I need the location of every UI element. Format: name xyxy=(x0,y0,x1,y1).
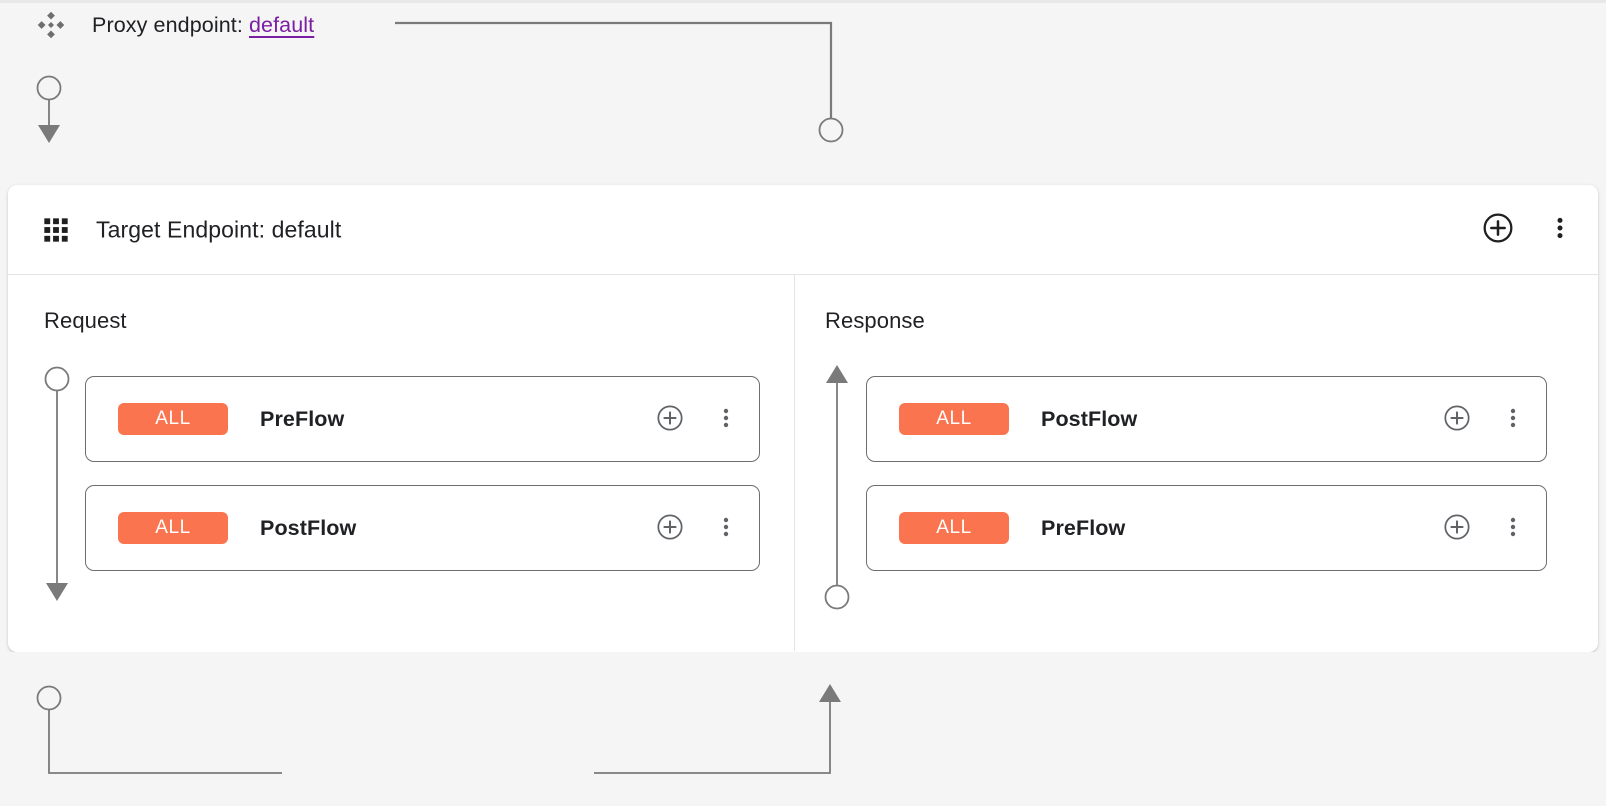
plus-circle-icon xyxy=(1482,212,1514,247)
flow-row[interactable]: ALL PostFlow xyxy=(866,376,1547,462)
proxy-endpoint-label: Proxy endpoint: default xyxy=(92,13,314,38)
plus-circle-icon xyxy=(656,404,684,435)
plus-circle-icon xyxy=(656,513,684,544)
status-badge: ALL xyxy=(899,403,1009,435)
flow-row-actions xyxy=(655,404,741,434)
flow-row[interactable]: ALL PreFlow xyxy=(866,485,1547,571)
request-origin-node xyxy=(36,75,62,101)
target-endpoint-header: Target Endpoint: default xyxy=(8,185,1598,275)
flow-name: PostFlow xyxy=(1041,406,1138,431)
status-badge: ALL xyxy=(118,512,228,544)
request-entry-arrowhead xyxy=(38,125,60,143)
flow-row[interactable]: ALL PostFlow xyxy=(85,485,760,571)
backend-response-line xyxy=(594,700,831,774)
plus-circle-icon xyxy=(1443,404,1471,435)
request-pane-title: Request xyxy=(44,308,127,333)
proxy-to-target-connector xyxy=(395,21,833,118)
apps-grid-icon xyxy=(42,216,70,244)
backend-request-node xyxy=(36,685,62,711)
status-badge: ALL xyxy=(118,403,228,435)
add-step-button[interactable] xyxy=(1442,513,1472,543)
status-badge: ALL xyxy=(899,512,1009,544)
more-vert-icon xyxy=(1547,215,1573,244)
flow-more-options-button[interactable] xyxy=(711,404,741,434)
proxy-endpoint-strip: Proxy endpoint: default xyxy=(0,0,1606,185)
proxy-endpoint-label-text: Proxy endpoint: xyxy=(92,12,243,37)
response-pane-title: Response xyxy=(825,308,925,333)
add-step-button[interactable] xyxy=(655,513,685,543)
backend-service-strip: Backend service xyxy=(0,652,1606,806)
request-arrow-start-node xyxy=(44,366,70,392)
flow-row-actions xyxy=(1442,513,1528,543)
flow-row-actions xyxy=(1442,404,1528,434)
more-vert-icon xyxy=(1501,406,1525,433)
backend-request-line xyxy=(48,710,282,774)
response-arrow-head xyxy=(826,365,848,383)
top-divider xyxy=(0,0,1606,3)
flow-more-options-button[interactable] xyxy=(1498,513,1528,543)
plus-circle-icon xyxy=(1443,513,1471,544)
request-pane: Request ALL PreFlow xyxy=(8,275,794,651)
flow-panes: Request ALL PreFlow xyxy=(8,275,1598,651)
proxy-endpoint-icon xyxy=(34,8,68,42)
backend-connectors xyxy=(36,684,841,774)
proxy-endpoint-row: Proxy endpoint: default xyxy=(34,8,314,42)
target-endpoint-header-actions xyxy=(1482,212,1576,247)
request-arrow-head xyxy=(46,583,68,601)
more-vert-icon xyxy=(714,515,738,542)
flow-name: PreFlow xyxy=(1041,515,1126,540)
response-flow-list: ALL PostFlow xyxy=(866,376,1547,571)
more-options-button[interactable] xyxy=(1544,214,1576,246)
proxy-endpoint-link[interactable]: default xyxy=(248,12,315,37)
flow-name: PreFlow xyxy=(260,406,345,431)
add-policy-button[interactable] xyxy=(1482,212,1514,247)
response-arrow-start-node xyxy=(824,584,850,610)
flow-row[interactable]: ALL PreFlow xyxy=(85,376,760,462)
flow-name: PostFlow xyxy=(260,515,357,540)
add-step-button[interactable] xyxy=(1442,404,1472,434)
flow-more-options-button[interactable] xyxy=(711,513,741,543)
response-exit-node xyxy=(818,117,844,143)
response-pane: Response ALL PostFlow xyxy=(794,275,1598,651)
more-vert-icon xyxy=(1501,515,1525,542)
add-step-button[interactable] xyxy=(655,404,685,434)
target-endpoint-card: Target Endpoint: default xyxy=(8,185,1598,652)
page-title: Target Endpoint: default xyxy=(96,216,342,242)
more-vert-icon xyxy=(714,406,738,433)
request-flow-list: ALL PreFlow xyxy=(85,376,760,571)
flow-row-actions xyxy=(655,513,741,543)
backend-response-arrowhead xyxy=(819,684,841,702)
flow-more-options-button[interactable] xyxy=(1498,404,1528,434)
